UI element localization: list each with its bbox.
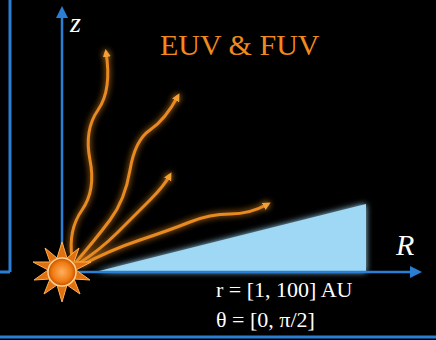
range-label: θ = [0, π/2] xyxy=(216,308,315,332)
z-axis xyxy=(61,10,64,272)
axis-label: R xyxy=(396,228,414,261)
frame-line xyxy=(0,336,436,339)
frame-line xyxy=(0,271,10,274)
star xyxy=(33,242,91,302)
radiation-rays xyxy=(71,52,268,266)
r-axis xyxy=(62,271,418,274)
axis-label: z xyxy=(70,8,81,39)
range-label: r = [1, 100] AU xyxy=(216,278,352,302)
radiation-label: EUV & FUV xyxy=(160,28,319,61)
frame-line xyxy=(9,0,12,272)
